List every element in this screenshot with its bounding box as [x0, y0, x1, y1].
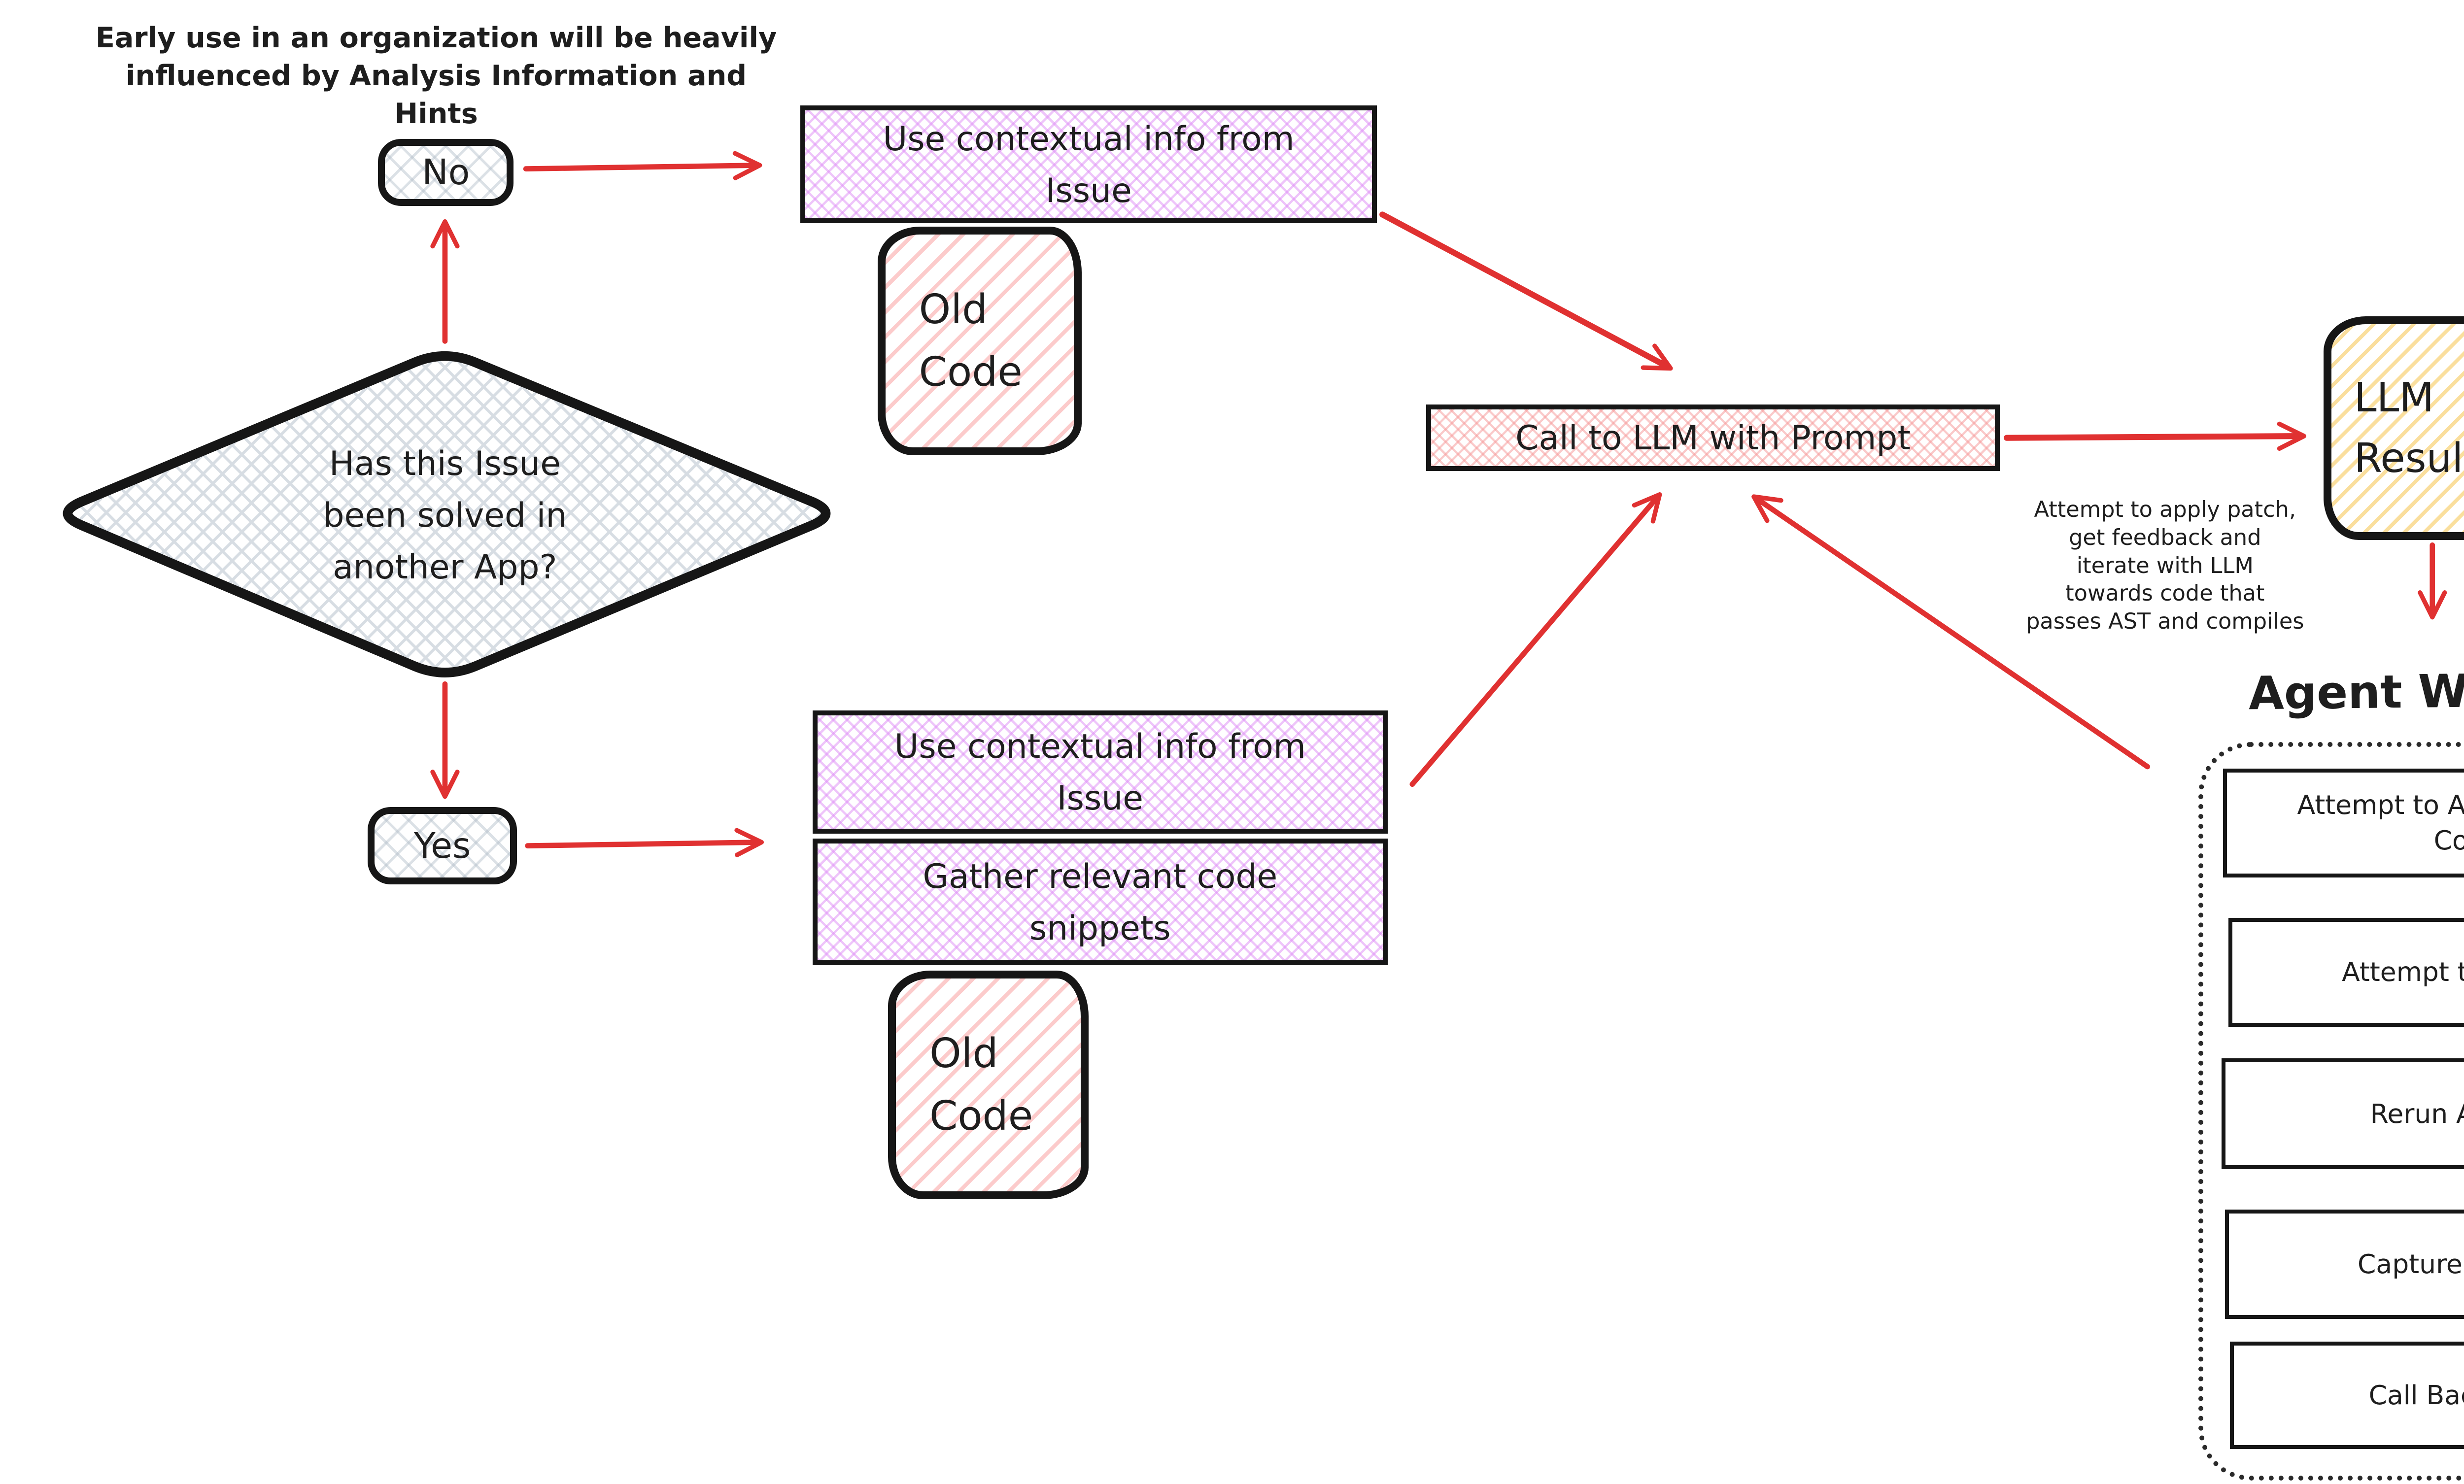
arrow-agent-workflow-to-call-llm [1751, 494, 2150, 770]
workflow-step-capture-errors: Capture all Errors [2224, 1210, 2464, 1319]
arrow-yes-to-use-context [525, 828, 764, 857]
arrow-use-context-to-call-llm [1379, 211, 1673, 371]
arrow-no-to-use-context [523, 151, 762, 180]
node-yes: Yes [367, 807, 517, 885]
node-llm-result: LLM Result [2323, 316, 2464, 540]
node-call-llm: Call to LLM with Prompt [1426, 404, 2000, 472]
node-gather-snippets: Gather relevant code snippets [812, 839, 1388, 966]
workflow-step-rerun-analysis: Rerun Analysis [2221, 1058, 2464, 1170]
node-old-code-no: Old Code [877, 227, 1082, 456]
note-iterate: Attempt to apply patch, get feedback and… [2026, 497, 2304, 634]
agent-workflow-title: Agent Workflow [2248, 662, 2464, 720]
decision-question: Has this Issue been solved in another Ap… [323, 444, 567, 587]
node-old-code-yes: Old Code [888, 971, 1089, 1199]
arrow-call-llm-to-llm-result [2004, 421, 2306, 451]
node-use-context-no: Use contextual info from Issue [800, 105, 1377, 224]
arrow-gather-to-call-llm [1409, 492, 1662, 787]
workflow-step-compile: Attempt to Compile [2228, 917, 2464, 1027]
workflow-step-apply-patch: Attempt to Apply Patch to Code [2223, 768, 2464, 877]
decision-diamond [63, 351, 831, 677]
node-no: No [378, 138, 514, 206]
agent-workflow-container [2198, 742, 2464, 1481]
node-use-context-yes: Use contextual info from Issue [812, 710, 1388, 834]
note-early-use: Early use in an organization will be hea… [95, 22, 777, 131]
workflow-step-call-back-llm: Call Back to LLM [2230, 1342, 2464, 1449]
